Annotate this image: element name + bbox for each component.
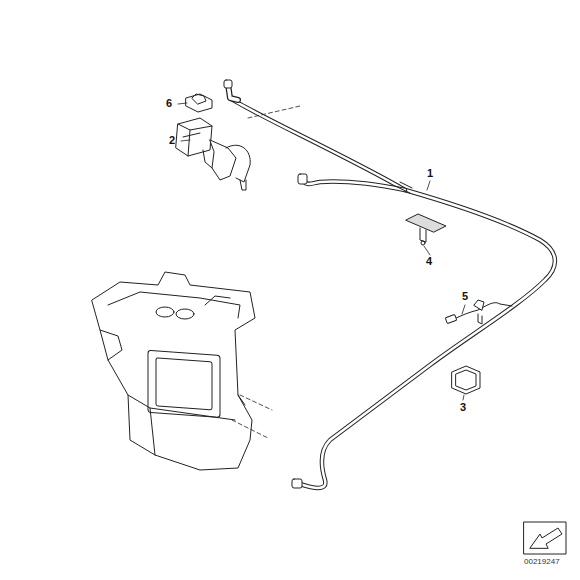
callout-number: 1 [427,168,433,179]
callout-number: 2 [169,135,175,146]
wire-lead [445,300,512,324]
callout-number: 3 [460,402,466,413]
leader-line [178,103,465,438]
washer-hose [224,80,555,488]
callout-number: 5 [462,291,468,302]
washer-reservoir [92,272,255,470]
washer-nozzle [176,118,250,190]
drawing-number: 00219247 [524,558,560,566]
orientation-icon [524,522,566,554]
callout-number: 6 [166,98,172,109]
clip [186,94,212,112]
grommet [452,366,480,394]
hose-clip [406,214,446,245]
callout-number: 4 [426,256,432,267]
